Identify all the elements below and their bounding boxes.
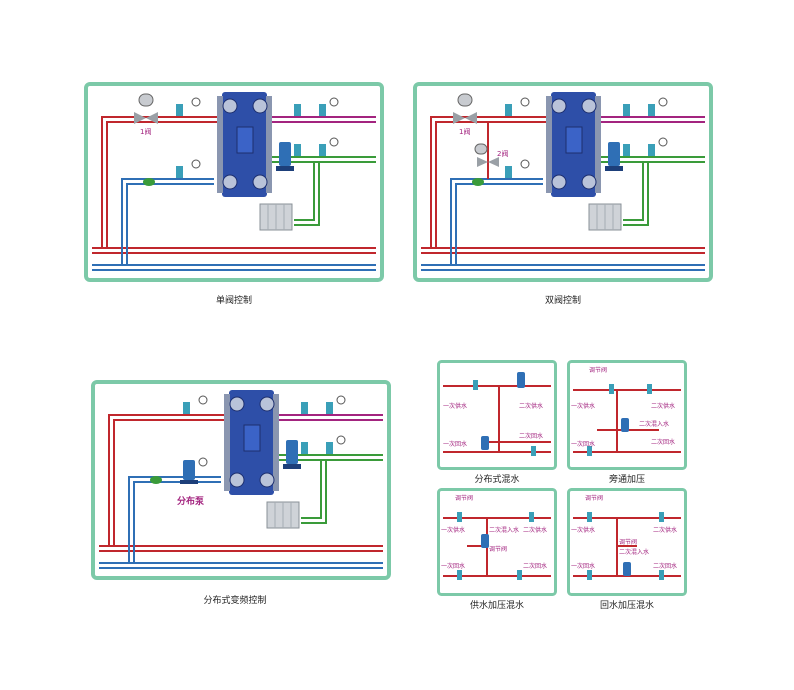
circulation-pump-icon xyxy=(283,440,301,469)
pressure-gauge-icon xyxy=(520,97,668,169)
circulation-pump-icon xyxy=(623,562,631,576)
caption-double-valve: 双阀控制 xyxy=(544,296,581,306)
label-secondary-supply: 二次供水 xyxy=(519,402,543,410)
pressure-gauge-icon xyxy=(198,395,346,467)
circulation-pump-icon xyxy=(276,142,294,171)
label-primary-return: 一次回水 xyxy=(571,562,595,570)
label-secondary-mix: 二次混入水 xyxy=(619,548,649,556)
label-secondary-supply: 二次供水 xyxy=(523,526,547,534)
primary-supply-pipe xyxy=(92,116,376,254)
secondary-supply-pipe xyxy=(269,116,376,123)
pressure-gauge-icon xyxy=(191,97,339,169)
label-secondary-return: 二次回水 xyxy=(651,438,675,446)
label-primary-supply: 一次供水 xyxy=(443,402,467,410)
label-primary-supply: 一次供水 xyxy=(571,402,595,410)
valve-icon xyxy=(473,380,536,456)
label-secondary-mix: 二次混入水 xyxy=(489,526,519,534)
diagram-bypass-pressurize: 调节阀 一次供水 一次回水 二次供水 二次混入水 二次回水 xyxy=(567,360,687,470)
label-primary-supply: 一次供水 xyxy=(571,526,595,534)
primary-supply-upper xyxy=(151,414,226,421)
caption-distributed-mix: 分布式混水 xyxy=(474,475,520,485)
valve-icon xyxy=(587,512,664,580)
water-tank-icon xyxy=(266,501,300,529)
circulation-pump-icon xyxy=(481,534,489,548)
label-secondary-supply: 二次供水 xyxy=(653,526,677,534)
label-secondary-supply: 二次供水 xyxy=(651,402,675,410)
diagram-distributed-vfd: 分布泵 xyxy=(91,380,391,585)
label-regulating-valve: 调节阀 xyxy=(589,366,607,374)
plate-heat-exchanger xyxy=(217,92,272,197)
circulation-pump-icon xyxy=(481,372,525,450)
caption-distributed-vfd: 分布式变频控制 xyxy=(203,596,267,606)
label-primary-return: 一次回水 xyxy=(441,562,465,570)
panel-frame xyxy=(567,488,687,596)
diagram-supply-pressurize-mix: 调节阀 调节阀 一次供水 一次回水 二次混入水 二次供水 二次回水 xyxy=(437,488,557,596)
temperature-sensor-icon xyxy=(176,104,326,178)
label-regulating-valve: 调节阀 xyxy=(455,494,473,502)
circulation-pump-icon xyxy=(621,418,629,432)
plate-heat-exchanger xyxy=(546,92,601,197)
filter-valve-icon xyxy=(150,476,162,484)
caption-bypass-pressurize: 旁通加压 xyxy=(608,475,645,485)
circulation-pump-icon xyxy=(605,142,623,171)
filter-valve-icon xyxy=(143,178,155,186)
caption-single-valve: 单阀控制 xyxy=(215,296,252,306)
valve-icon xyxy=(587,384,652,456)
caption-return-pressurize-mix: 回水加压混水 xyxy=(599,601,654,611)
primary-supply-upper xyxy=(473,116,548,123)
label-secondary-return: 二次回水 xyxy=(523,562,547,570)
label-regulating-valve-2: 调节阀 xyxy=(489,545,507,553)
label-regulating-valve-2: 调节阀 xyxy=(619,538,637,546)
label-secondary-return: 二次回水 xyxy=(653,562,677,570)
secondary-supply-pipe xyxy=(598,116,705,123)
diagram-distributed-mix: 一次供水 一次回水 二次供水 二次回水 xyxy=(437,360,557,470)
label-secondary-return: 二次回水 xyxy=(519,432,543,440)
label-primary-supply: 一次供水 xyxy=(441,526,465,534)
valve-icon xyxy=(457,512,534,580)
primary-return-pipe xyxy=(421,178,705,271)
water-tank-icon xyxy=(588,203,622,231)
filter-valve-icon xyxy=(472,178,484,186)
primary-supply-pipe xyxy=(99,414,383,552)
diagram-single-valve: 1阀 xyxy=(84,82,384,282)
diagram-return-pressurize-mix: 调节阀 调节阀 一次供水 一次回水 二次混入水 二次供水 二次回水 xyxy=(567,488,687,596)
temperature-sensor-icon xyxy=(505,104,655,178)
diagram-double-valve: 1阀 2阀 xyxy=(413,82,713,282)
label-regulating-valve: 调节阀 xyxy=(585,494,603,502)
panel-frame xyxy=(567,360,687,470)
label-primary-return: 一次回水 xyxy=(571,440,595,448)
label-primary-return: 一次回水 xyxy=(443,440,467,448)
panel-frame xyxy=(437,488,557,596)
water-tank-icon xyxy=(259,203,293,231)
caption-supply-pressurize-mix: 供水加压混水 xyxy=(469,601,524,611)
primary-return-pipe xyxy=(92,178,376,271)
secondary-supply-pipe xyxy=(276,414,383,421)
plate-heat-exchanger xyxy=(224,390,279,495)
label-secondary-mix: 二次混入水 xyxy=(639,420,669,428)
